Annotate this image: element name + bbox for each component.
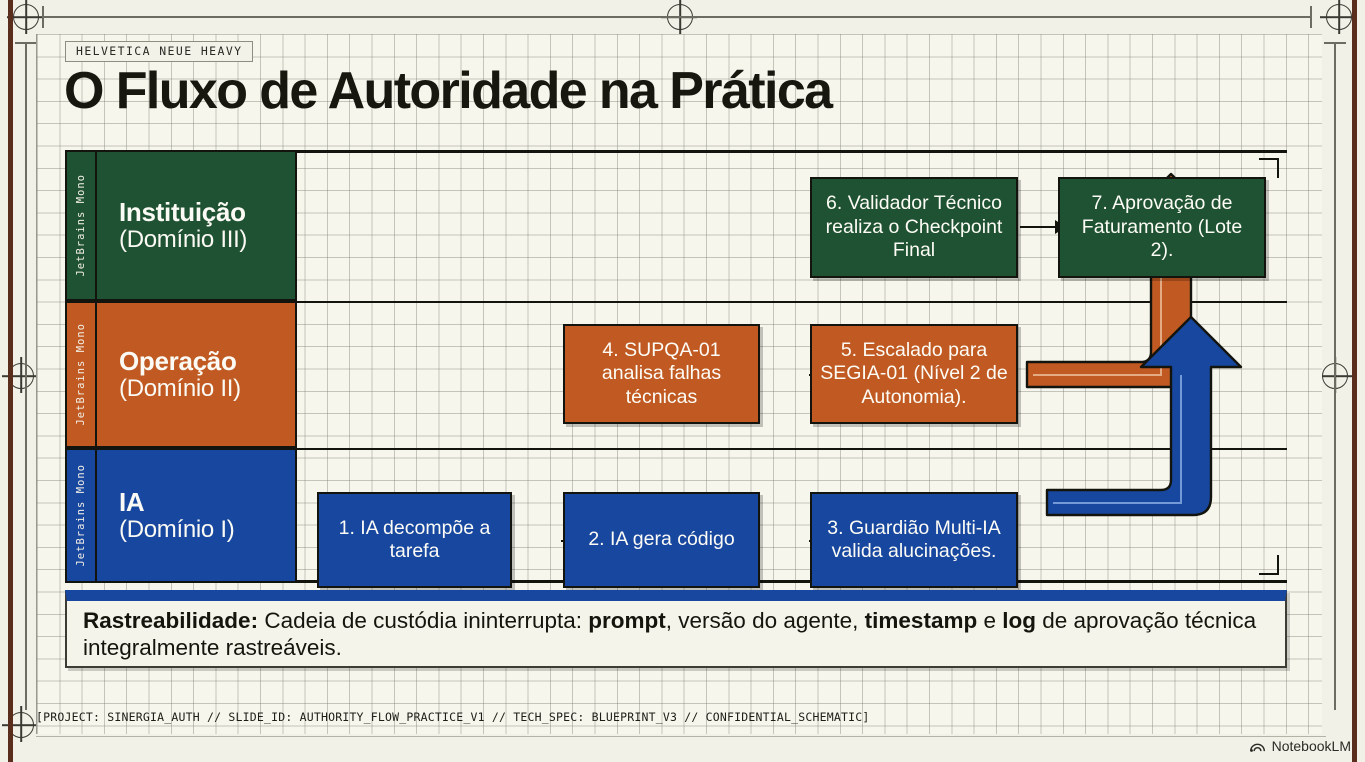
- trim-edge-right: [1352, 0, 1357, 762]
- lane-title-main: IA: [119, 486, 145, 517]
- notebooklm-icon: [1249, 743, 1265, 752]
- swimlane-diagram: JetBrains Mono Instituição (Domínio III)…: [65, 150, 1287, 588]
- lane-spine-label: JetBrains Mono: [75, 323, 87, 426]
- lane-title-sub: (Domínio II): [119, 374, 241, 402]
- callout-keyword-prompt: prompt: [588, 607, 666, 633]
- lane-title-ia: IA (Domínio I): [97, 450, 295, 581]
- traceability-callout: Rastreabilidade: Cadeia de custódia inin…: [65, 590, 1287, 668]
- registration-mark-top-right: [1326, 4, 1352, 30]
- lane-header-operation: JetBrains Mono Operação (Domínio II): [65, 301, 297, 448]
- corner-bracket-bottom-right: [1259, 555, 1279, 575]
- step-box-4[interactable]: 4. SUPQA-01 analisa falhas técnicas: [563, 324, 760, 424]
- step-box-6[interactable]: 6. Validador Técnico realiza o Checkpoin…: [810, 177, 1018, 278]
- lane-spine-label: JetBrains Mono: [75, 174, 87, 277]
- callout-text: Rastreabilidade: Cadeia de custódia inin…: [67, 607, 1285, 661]
- lane-title-main: Instituição: [119, 196, 246, 227]
- registration-mark-top-left: [13, 4, 39, 30]
- lane-header-institution: JetBrains Mono Instituição (Domínio III): [65, 150, 297, 301]
- lane-title-sub: (Domínio I): [119, 515, 235, 543]
- rule-right-tick: [1324, 42, 1346, 44]
- trim-edge-left: [8, 0, 13, 762]
- notebooklm-label: NotebookLM: [1271, 738, 1351, 754]
- lane-title-operation: Operação (Domínio II): [97, 303, 295, 446]
- notebooklm-brand: NotebookLM: [1249, 738, 1351, 754]
- rule-top-tick-l: [42, 6, 44, 28]
- step-box-3[interactable]: 3. Guardião Multi-IA valida alucinações.: [810, 492, 1018, 588]
- lane-title-institution: Instituição (Domínio III): [97, 152, 295, 299]
- lane-operation: JetBrains Mono Operação (Domínio II): [65, 301, 1287, 448]
- rule-left-tick: [15, 42, 37, 44]
- step-box-7[interactable]: 7. Aprovação de Faturamento (Lote 2).: [1058, 177, 1266, 278]
- lane-spine-operation: JetBrains Mono: [67, 303, 97, 446]
- blueprint-canvas: HELVETICA NEUE HEAVY O Fluxo de Autorida…: [36, 34, 1322, 734]
- lane-title-main: Operação: [119, 345, 237, 376]
- callout-label: Rastreabilidade:: [83, 607, 259, 633]
- diagram-frame-top: [65, 150, 1287, 153]
- page-title: O Fluxo de Autoridade na Prática: [64, 62, 833, 120]
- rule-left: [25, 42, 27, 710]
- slide-metadata-line: [PROJECT: SINERGIA_AUTH // SLIDE_ID: AUT…: [36, 710, 870, 724]
- lane-spine-ia: JetBrains Mono: [67, 450, 97, 581]
- lane-institution: JetBrains Mono Instituição (Domínio III): [65, 150, 1287, 301]
- step-box-5[interactable]: 5. Escalado para SEGIA-01 (Nível 2 de Au…: [810, 324, 1018, 424]
- rule-top: [42, 16, 1312, 18]
- lane-title-sub: (Domínio III): [119, 225, 248, 253]
- lane-spine-label: JetBrains Mono: [75, 464, 87, 567]
- callout-part4: de aprovação técnica integralmente rastr…: [83, 607, 1257, 660]
- connector-step6-to-step7: [1020, 226, 1064, 229]
- rule-right: [1334, 42, 1336, 710]
- step-box-2[interactable]: 2. IA gera código: [563, 492, 760, 588]
- callout-part2: , versão do agente,: [665, 607, 865, 633]
- lane-ia: JetBrains Mono IA (Domínio I): [65, 448, 1287, 583]
- corner-bracket-top-right: [1259, 158, 1279, 178]
- lane-spine-institution: JetBrains Mono: [67, 152, 97, 299]
- callout-keyword-log: log: [1002, 607, 1036, 633]
- step-box-1[interactable]: 1. IA decompõe a tarefa: [317, 492, 512, 588]
- callout-part1: Cadeia de custódia ininterrupta:: [258, 607, 589, 633]
- callout-part3: e: [977, 607, 1003, 633]
- callout-keyword-timestamp: timestamp: [864, 607, 978, 633]
- lane-header-ia: JetBrains Mono IA (Domínio I): [65, 448, 297, 583]
- lane-separator-2: [65, 448, 1287, 451]
- lane-separator-1: [65, 301, 1287, 304]
- font-spec-chip: HELVETICA NEUE HEAVY: [65, 41, 254, 62]
- rule-top-tick-r: [1310, 6, 1312, 28]
- footer-divider: [36, 736, 1326, 737]
- elbow-arrow-step3-to-step5: [1045, 315, 1243, 517]
